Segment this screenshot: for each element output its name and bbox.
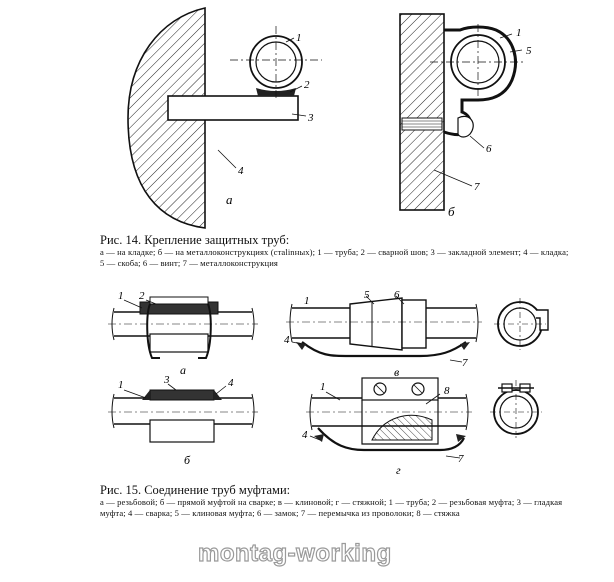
fig15-b-label-4: 4 (228, 377, 234, 389)
fig15-a-label-1: 1 (118, 290, 124, 302)
fig15-g-label-1: 1 (320, 381, 326, 393)
fig15-b-label-1: 1 (118, 379, 124, 391)
fig15-a-sublabel: а (180, 363, 186, 377)
fig15-v-drawing (286, 295, 482, 363)
watermark: montag-working (197, 539, 392, 567)
fig14-a-label-3: 3 (307, 112, 314, 124)
fig14-title: Рис. 14. Крепление защитных труб: (100, 233, 290, 247)
fig14-b-label-5: 5 (526, 45, 532, 57)
fig15-caption-body: а — резьбовой; б — прямой муфтой на свар… (100, 496, 563, 518)
fig14-b-sublabel: б (448, 204, 455, 219)
fig14-a-drawing (127, 7, 322, 229)
fig14-b-drawing (399, 13, 526, 211)
fig15-v-label-1: 1 (304, 295, 310, 307)
fig14-b-label-6: 6 (486, 143, 492, 155)
fig14-a-label-2: 2 (304, 79, 310, 91)
fig15-caption: Рис. 15. Соединение труб муфтами: а — ре… (100, 484, 570, 519)
fig15-g-drawing (306, 377, 472, 459)
fig15-b-drawing (108, 383, 258, 443)
fig15-g-label-8: 8 (444, 385, 450, 397)
fig15-b-sublabel: б (184, 453, 191, 467)
fig14-b-label-7: 7 (474, 181, 480, 193)
fig15-a-drawing (108, 296, 258, 359)
fig14-a-sublabel: а (226, 192, 233, 207)
fig14-caption: Рис. 14. Крепление защитных труб: а — на… (100, 234, 570, 269)
fig15-g-label-4: 4 (302, 429, 308, 441)
fig15-v-label-6: 6 (394, 289, 400, 301)
fig14-a-label-4: 4 (238, 165, 244, 177)
fig15-v-label-5: 5 (364, 289, 370, 301)
fig15-a-label-2: 2 (139, 290, 145, 302)
fig15-v-sublabel: в (394, 365, 399, 379)
fig15-section-top (494, 298, 549, 350)
fig15-title: Рис. 15. Соединение труб муфтами: (100, 483, 291, 497)
fig15-g-label-7: 7 (458, 453, 464, 465)
fig14-b-label-1: 1 (516, 27, 522, 39)
fig15-v-label-7: 7 (462, 357, 468, 369)
fig15-section-bottom (490, 380, 542, 438)
fig15-b-label-3: 3 (163, 374, 170, 386)
fig15-g-sublabel: г (396, 463, 401, 477)
fig14-caption-body: а — на кладке; б — на металлоконструкция… (100, 246, 569, 268)
fig14-a-label-1: 1 (296, 32, 302, 44)
fig15-v-label-4: 4 (284, 334, 290, 346)
